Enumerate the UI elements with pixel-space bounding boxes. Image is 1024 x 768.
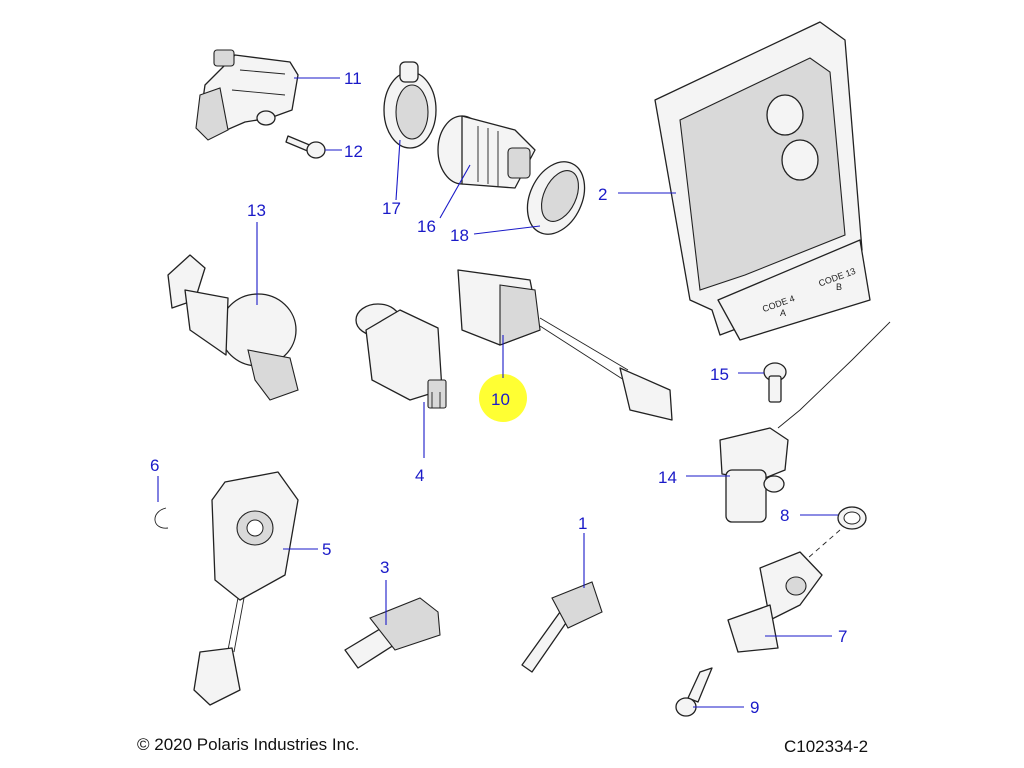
ecu-code13-sub: B — [836, 282, 842, 292]
callout-13: 13 — [247, 201, 266, 220]
callout-1: 1 — [578, 514, 587, 533]
part-12-screw — [285, 135, 326, 159]
part-6-clip — [154, 507, 169, 529]
callout-9: 9 — [750, 698, 759, 717]
part-5-tps — [193, 471, 299, 706]
part-16-port-housing — [437, 115, 536, 189]
callout-6: 6 — [150, 456, 159, 475]
callout-11: 11 — [344, 69, 362, 88]
part-10-relay-harness — [457, 269, 673, 421]
part-3-temp-sensor — [344, 597, 441, 669]
callout-7: 7 — [838, 627, 847, 646]
part-9-bolt — [675, 667, 713, 717]
callout-14: 14 — [658, 468, 677, 487]
part-11-map-sensor — [195, 49, 299, 141]
part-7-sensor-mount — [727, 551, 823, 653]
callout-5: 5 — [322, 540, 331, 559]
callout-4: 4 — [415, 466, 424, 485]
callout-12: 12 — [344, 142, 363, 161]
callout-2: 2 — [598, 185, 607, 204]
figure-code: C102334-2 — [784, 737, 869, 756]
callout-17: 17 — [382, 199, 401, 218]
ecu-code4-sub: A — [780, 308, 786, 318]
copyright-text: © 2020 Polaris Industries Inc. — [137, 735, 360, 754]
callout-10-highlight — [479, 374, 527, 422]
part-2-ecu: CODE 4 A CODE 13 B — [654, 21, 871, 341]
part-8-o-ring — [837, 506, 867, 530]
callout-15: 15 — [710, 365, 729, 384]
callout-10: 10 — [491, 390, 510, 409]
part-1-sensor — [521, 581, 603, 673]
callout-18: 18 — [450, 226, 469, 245]
part-18-nut — [526, 161, 586, 235]
part-13-ignition-switch — [167, 254, 299, 401]
callout-16: 16 — [417, 217, 436, 236]
part-14-speed-sensor — [719, 321, 891, 523]
callout-8: 8 — [780, 506, 789, 525]
callout-3: 3 — [380, 558, 389, 577]
part-15-bolt — [763, 362, 787, 403]
part-4-power-socket — [355, 303, 447, 409]
part-17-ring — [383, 61, 437, 149]
